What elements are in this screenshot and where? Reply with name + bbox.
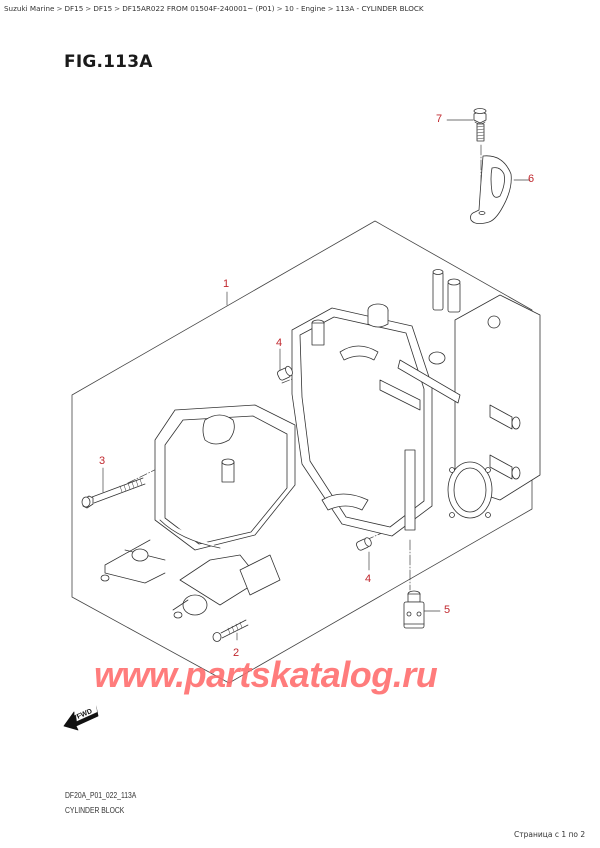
breadcrumb-item-current: 113A - CYLINDER BLOCK xyxy=(335,4,424,13)
assembly-frame xyxy=(71,220,533,684)
figure-name: CYLINDER BLOCK xyxy=(65,806,125,815)
dowel-pin-upper-drawing xyxy=(277,365,293,381)
hanger-bracket-drawing xyxy=(470,155,512,224)
callout-6[interactable]: 6 xyxy=(528,173,535,185)
breadcrumb-item-df15-sub[interactable]: DF15 xyxy=(93,4,113,13)
cylinder-block-drawing xyxy=(291,269,541,537)
crankcase-drawing xyxy=(100,404,296,619)
breadcrumb-separator: > xyxy=(327,4,334,13)
callout-1[interactable]: 1 xyxy=(223,278,230,290)
figure-title: FIG.113A xyxy=(64,52,153,72)
breadcrumb: Suzuki Marine>DF15>DF15>DF15AR022 FROM 0… xyxy=(4,4,424,13)
callout-3[interactable]: 3 xyxy=(99,455,106,467)
callout-4-upper[interactable]: 4 xyxy=(276,337,283,349)
bolt-hanger-drawing xyxy=(473,108,487,142)
callout-5[interactable]: 5 xyxy=(444,604,451,616)
figure-code: DF20A_P01_022_113A xyxy=(65,791,137,800)
plug-drawing xyxy=(403,590,425,629)
page-indicator: Страница с 1 по 2 xyxy=(514,830,586,839)
callout-4-lower[interactable]: 4 xyxy=(365,573,372,585)
breadcrumb-separator: > xyxy=(276,4,283,13)
dowel-pin-lower-drawing xyxy=(356,537,372,551)
fwd-arrow-icon: FWD xyxy=(63,704,99,731)
callout-7[interactable]: 7 xyxy=(436,113,443,125)
watermark: www.partskatalog.ru xyxy=(94,654,438,695)
breadcrumb-separator: > xyxy=(114,4,121,13)
breadcrumb-separator: > xyxy=(56,4,63,13)
breadcrumb-item-suzuki-marine[interactable]: Suzuki Marine xyxy=(4,4,55,13)
breadcrumb-separator: > xyxy=(85,4,92,13)
breadcrumb-item-engine[interactable]: 10 - Engine xyxy=(284,4,326,13)
callout-2[interactable]: 2 xyxy=(233,647,240,659)
bolt-long-drawing xyxy=(81,477,146,509)
breadcrumb-item-df15[interactable]: DF15 xyxy=(64,4,84,13)
bolt-short-drawing xyxy=(212,619,249,642)
breadcrumb-item-model[interactable]: DF15AR022 FROM 01504F-240001~ (P01) xyxy=(122,4,275,13)
